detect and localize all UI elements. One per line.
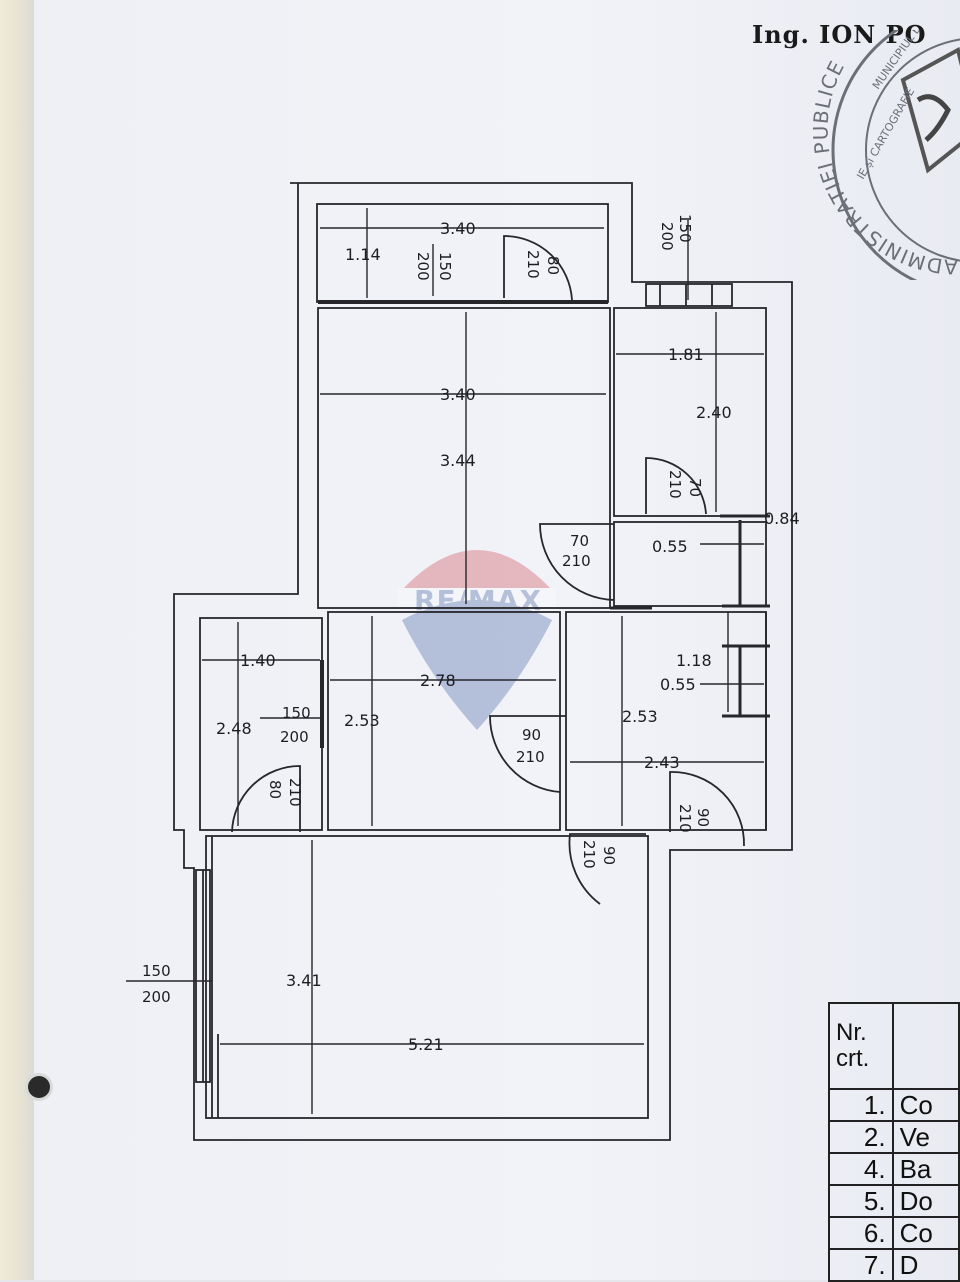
- door-room1-w: 70: [570, 532, 589, 550]
- door-entry-w: 90: [694, 808, 712, 827]
- door-swing-room1: [539, 523, 615, 601]
- label-balcony-width: 3.40: [440, 219, 476, 238]
- door-swing-room2: [489, 715, 566, 793]
- label-hall-width: 1.18: [676, 651, 712, 670]
- label-bath-width: 1.81: [668, 345, 704, 364]
- window-balcony-w: 150: [436, 252, 454, 281]
- label-room1-width: 3.40: [440, 385, 476, 404]
- door-swing-living: [568, 833, 646, 905]
- label-hall-span: 2.43: [644, 753, 680, 772]
- label-kitchen-length: 2.48: [216, 719, 252, 738]
- label-closet-lower: 0.55: [660, 675, 696, 694]
- label-balcony-depth: 1.14: [345, 245, 381, 264]
- label-bath-length: 2.40: [696, 403, 732, 422]
- door-kitchen-h: 210: [286, 778, 304, 807]
- legend-row: 7. D: [828, 1248, 960, 1282]
- legend-row: 5. Do: [828, 1184, 960, 1218]
- rooms-legend-table: Nr. crt. 1. Co 2. Ve 4. Ba 5. Do 6. Co 7…: [828, 1002, 960, 1282]
- door-swing-bathroom: [645, 457, 707, 515]
- bedroom-1-outline: [317, 307, 611, 609]
- door-bath-h: 210: [666, 470, 684, 499]
- bathroom-outline: [613, 307, 767, 517]
- window-top-right: [645, 283, 733, 307]
- label-side-wall: 0.84: [764, 509, 800, 528]
- door-entry-h: 210: [676, 804, 694, 833]
- label-room2-width: 2.78: [420, 671, 456, 690]
- door-room2-h: 210: [516, 748, 545, 766]
- label-closet-upper: 0.55: [652, 537, 688, 556]
- binder-hole: [28, 1076, 50, 1098]
- label-living-width: 5.21: [408, 1035, 444, 1054]
- door-swing-entry: [669, 771, 745, 847]
- label-living-length: 3.41: [286, 971, 322, 990]
- label-kitchen-width: 1.40: [240, 651, 276, 670]
- door-bath-w: 70: [686, 478, 704, 497]
- window-top-right-h: 200: [658, 222, 676, 251]
- exterior-wall-outline: [173, 182, 793, 1141]
- bedroom-2-outline: [327, 611, 561, 831]
- official-stamp: ADMINISTRATIEI PUBLICE IE și CARTOGRAFIE…: [808, 30, 960, 280]
- door-room2-w: 90: [522, 726, 541, 744]
- legend-row: 6. Co: [828, 1216, 960, 1250]
- legend-row: 1. Co: [828, 1088, 960, 1122]
- window-balcony-h: 200: [414, 252, 432, 281]
- window-living-h: 200: [142, 988, 171, 1006]
- door-balcony-h: 210: [524, 250, 542, 279]
- window-top-right-w: 150: [676, 214, 694, 243]
- window-kitchen-h: 200: [280, 728, 309, 746]
- window-kitchen-w: 150: [282, 704, 311, 722]
- door-kitchen-w: 80: [266, 780, 284, 799]
- legend-header-name: [891, 1002, 960, 1090]
- door-living-w: 90: [600, 846, 618, 865]
- engineer-name: Ing. ION PO: [752, 20, 927, 49]
- legend-row: 4. Ba: [828, 1152, 960, 1186]
- door-balcony-w: 80: [544, 256, 562, 275]
- door-room1-h: 210: [562, 552, 591, 570]
- window-living-w: 150: [142, 962, 171, 980]
- binder-edge: [0, 0, 34, 1280]
- legend-header-nr: Nr. crt.: [828, 1002, 894, 1090]
- legend-row: 2. Ve: [828, 1120, 960, 1154]
- door-swing-kitchen: [231, 765, 301, 833]
- door-swing-balcony: [503, 235, 573, 301]
- closet-upper: [613, 521, 767, 607]
- living-room-outline: [205, 835, 649, 1119]
- door-living-h: 210: [580, 840, 598, 869]
- label-room1-length: 3.44: [440, 451, 476, 470]
- label-room2-length: 2.53: [344, 711, 380, 730]
- label-hall-length: 2.53: [622, 707, 658, 726]
